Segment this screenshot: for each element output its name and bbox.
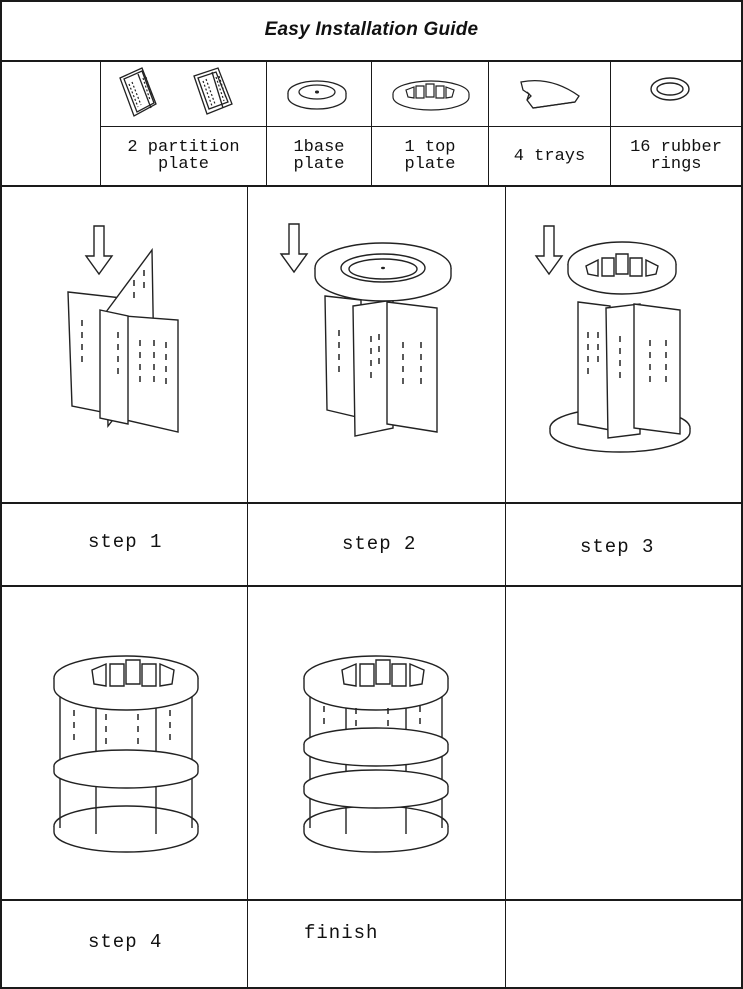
divider-parts-mid: [100, 126, 743, 127]
vline-parts-0: [100, 60, 101, 186]
guide-title: Easy Installation Guide: [264, 19, 479, 40]
finish-label: finish: [304, 922, 379, 944]
step4-illustration: [44, 640, 209, 855]
step1-illustration: [60, 220, 210, 440]
down-arrow-icon: [86, 226, 112, 274]
part-label-rubber-rings: 16 rubber rings: [630, 138, 722, 174]
part-label-top-plate: 1 top plate: [404, 138, 456, 174]
border-right: [741, 0, 743, 989]
divider-row1: [0, 502, 743, 504]
part-label-trays: 4 trays: [513, 146, 586, 166]
tray-icon: [517, 72, 585, 116]
vline-parts-3: [488, 60, 489, 186]
down-arrow-icon: [281, 224, 307, 272]
step3-illustration: [530, 220, 700, 455]
step4-label: step 4: [88, 931, 163, 953]
border-bottom: [0, 987, 743, 989]
divider-row3: [0, 899, 743, 901]
rubber-ring-icon: [646, 74, 694, 104]
vline-parts-2: [371, 60, 372, 186]
top-plate-icon: [388, 76, 474, 112]
vline-steps-1: [247, 186, 248, 989]
divider-parts: [0, 185, 743, 187]
vline-parts-4: [610, 60, 611, 186]
divider-row2: [0, 585, 743, 587]
step2-illustration: [275, 218, 485, 448]
part-label-partition-plate: 2 partition plate: [127, 138, 240, 174]
base-plate-icon: [282, 76, 352, 112]
finish-illustration: [294, 640, 459, 855]
step1-label: step 1: [88, 531, 163, 553]
partition-plate-icon: [112, 64, 252, 124]
step3-label: step 3: [580, 536, 655, 558]
vline-steps-2: [505, 186, 506, 989]
step2-label: step 2: [342, 533, 417, 555]
border-top: [0, 0, 743, 2]
border-left: [0, 0, 2, 989]
down-arrow-icon: [536, 226, 562, 274]
vline-parts-1: [266, 60, 267, 186]
part-label-base-plate: 1base plate: [293, 138, 345, 174]
